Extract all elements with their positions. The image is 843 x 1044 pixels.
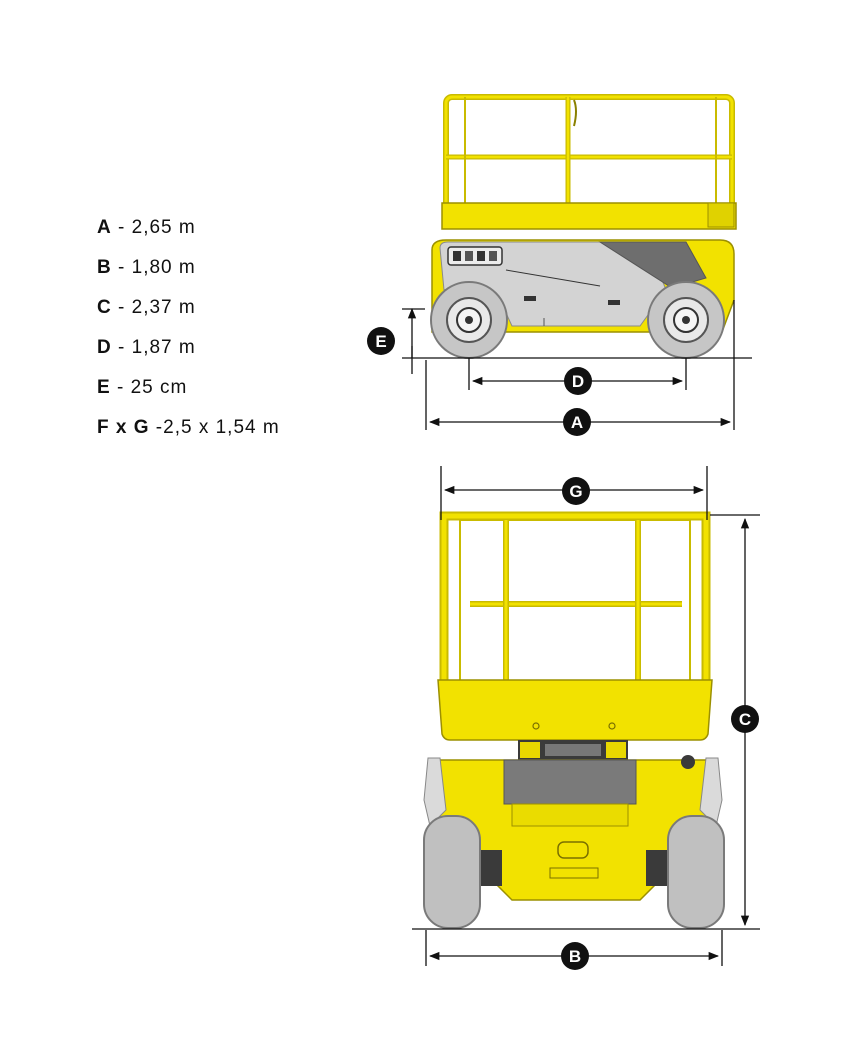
spec-key: E <box>97 377 111 398</box>
spec-row-fg: F x G -2,5 x 1,54 m <box>97 412 280 452</box>
spec-row-b: B - 1,80 m <box>97 252 280 292</box>
spec-key: A <box>97 217 112 238</box>
marker-b: B <box>561 942 589 970</box>
marker-d: D <box>564 367 592 395</box>
front-grey-panel <box>503 759 637 805</box>
spec-row-a: A - 2,65 m <box>97 212 280 252</box>
side-platform-deck <box>441 202 737 230</box>
marker-g-label: G <box>569 482 582 501</box>
spec-key: D <box>97 337 112 358</box>
front-guard-rail <box>439 511 711 701</box>
spec-key: C <box>97 297 112 318</box>
side-front-wheel <box>647 281 725 359</box>
spec-row-d: D - 1,87 m <box>97 332 280 372</box>
side-guard-rail <box>443 94 735 212</box>
spec-value: - 2,37 m <box>118 297 196 318</box>
front-view-lift <box>423 511 725 929</box>
front-right-wheel <box>667 815 725 929</box>
marker-c: C <box>731 705 759 733</box>
spec-key: F x G <box>97 417 150 438</box>
marker-b-label: B <box>569 947 581 966</box>
marker-e: E <box>367 327 395 355</box>
marker-g: G <box>562 477 590 505</box>
spec-value: -2,5 x 1,54 m <box>155 417 280 438</box>
spec-value: - 1,87 m <box>118 337 196 358</box>
spec-row-e: E - 25 cm <box>97 372 280 412</box>
spec-value: - 25 cm <box>116 377 188 398</box>
front-left-wheel <box>423 815 481 929</box>
spec-key: B <box>97 257 112 278</box>
marker-a-label: A <box>571 413 583 432</box>
marker-c-label: C <box>739 710 751 729</box>
side-control-panel <box>447 246 503 266</box>
spec-list: A - 2,65 m B - 1,80 m C - 2,37 m D - 1,8… <box>97 212 280 452</box>
front-platform-base <box>437 679 713 741</box>
marker-d-label: D <box>572 372 584 391</box>
side-view-lift <box>430 94 737 359</box>
marker-a: A <box>563 408 591 436</box>
spec-value: - 1,80 m <box>118 257 196 278</box>
spec-row-c: C - 2,37 m <box>97 292 280 332</box>
side-rear-wheel <box>430 281 508 359</box>
spec-value: - 2,65 m <box>118 217 196 238</box>
marker-e-label: E <box>375 332 386 351</box>
